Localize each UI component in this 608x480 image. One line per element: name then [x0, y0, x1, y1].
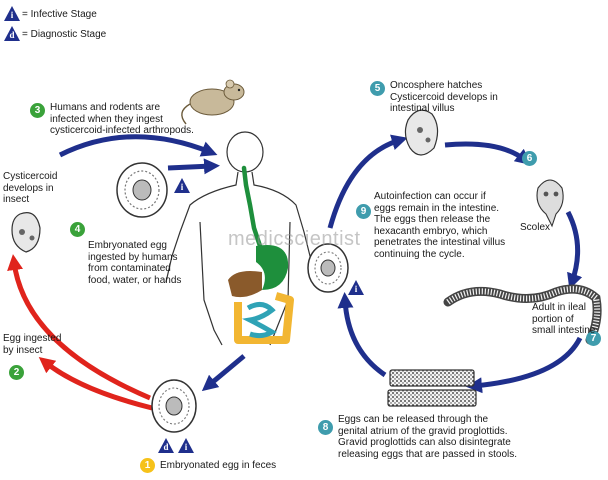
step-5-text: Oncosphere hatches Cysticercoid develops…	[390, 80, 498, 114]
arrow-egg-ingested-by-insect	[38, 357, 153, 411]
step-badge-2: 2	[9, 365, 24, 380]
cysticercoid-label: Cysticercoid develops in insect	[3, 171, 58, 205]
legend-diagnostic-label: = Diagnostic Stage	[22, 29, 107, 40]
esophagus	[241, 165, 265, 255]
small-intestine	[242, 302, 277, 339]
arrow-oncosphere-to-scolex	[444, 141, 532, 165]
infective-marker-feces: i	[178, 438, 194, 453]
step-4-text: Embryonated egg ingested by humans from …	[88, 240, 182, 286]
arrow-human-infection	[58, 134, 218, 158]
step-9-text: Autoinfection can occur if eggs remain i…	[374, 191, 506, 260]
arrow-egg-to-insect	[7, 254, 151, 401]
step-2-text: Egg ingested by insect	[3, 333, 62, 356]
human-figure	[165, 131, 315, 346]
scolex-illustration	[536, 179, 564, 228]
watermark: medicscientist	[228, 228, 361, 250]
arrow-adult-to-proglottid	[466, 336, 583, 394]
egg-infective-left	[116, 162, 168, 218]
step-badge-4: 4	[70, 222, 85, 237]
infective-marker-autoinfection: i	[348, 280, 364, 295]
step-badge-9: 9	[356, 204, 371, 219]
arrow-proglottid-to-autoinfection	[337, 292, 387, 378]
egg-in-feces	[151, 379, 197, 433]
adult-worm-illustration	[443, 284, 602, 345]
step-8-text: Eggs can be released through the genital…	[338, 414, 517, 460]
step-badge-6: 6	[522, 151, 537, 166]
gravid-proglottids-illustration	[387, 369, 477, 407]
stomach	[256, 244, 289, 290]
oncosphere-illustration	[404, 109, 439, 156]
rodent-illustration	[181, 79, 245, 125]
arrow-autoinfection-loop	[327, 134, 408, 229]
infective-marker-egg-left: i	[174, 178, 190, 193]
step-3-text: Humans and rodents are infected when the…	[50, 102, 194, 136]
cycle-arrows	[7, 134, 583, 411]
step-1-text: Embryonated egg in feces	[160, 460, 277, 471]
large-intestine	[234, 292, 294, 344]
cysticercoid-illustration	[11, 212, 41, 253]
step-badge-1: 1	[140, 458, 155, 473]
arrow-insect-to-human	[167, 158, 220, 175]
liver	[228, 271, 262, 298]
egg-autoinfection	[307, 243, 349, 293]
arrow-feces-to-egg	[201, 354, 246, 392]
scolex-label: Scolex	[520, 222, 551, 233]
step-7-text: Adult in ileal portion of small intestin…	[532, 302, 596, 336]
step-badge-3: 3	[30, 103, 45, 118]
step-badge-7: 7	[586, 331, 601, 346]
legend-diagnostic-marker: d	[4, 26, 20, 41]
legend-infective-marker: i	[4, 6, 20, 21]
step-badge-5: 5	[370, 81, 385, 96]
diagnostic-marker-feces: d	[158, 438, 174, 453]
step-badge-8: 8	[318, 420, 333, 435]
digestive-tract	[228, 165, 294, 344]
arrow-scolex-to-adult	[565, 210, 583, 290]
legend-infective-label: = Infective Stage	[22, 9, 97, 20]
